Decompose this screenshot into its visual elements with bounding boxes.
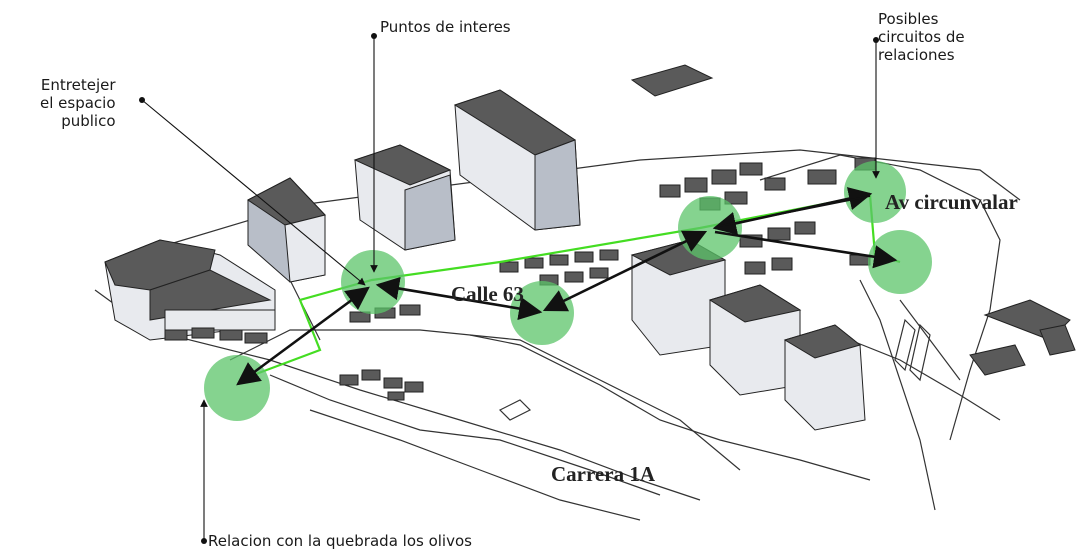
node-center: [678, 196, 742, 260]
node-east: [868, 230, 932, 294]
street-av-circunvalar: Av circunvalar: [885, 190, 1018, 214]
label-relacion-quebrada: Relacion con la quebrada los olivos: [208, 532, 472, 550]
callout-lines: [141, 36, 880, 540]
node-quebrada: [204, 355, 270, 421]
relation-arrows: [236, 187, 898, 386]
label-posibles-circuitos: Posibles circuitos de relaciones: [878, 10, 965, 64]
callout-dots: [139, 33, 879, 544]
label-puntos-de-interes: Puntos de interes: [380, 18, 511, 36]
street-calle-63: Calle 63: [451, 282, 524, 306]
label-entretejer: Entretejer el espacio publico: [40, 76, 116, 130]
street-carrera-1a: Carrera 1A: [551, 462, 655, 486]
node-calle63-west: [341, 250, 405, 314]
